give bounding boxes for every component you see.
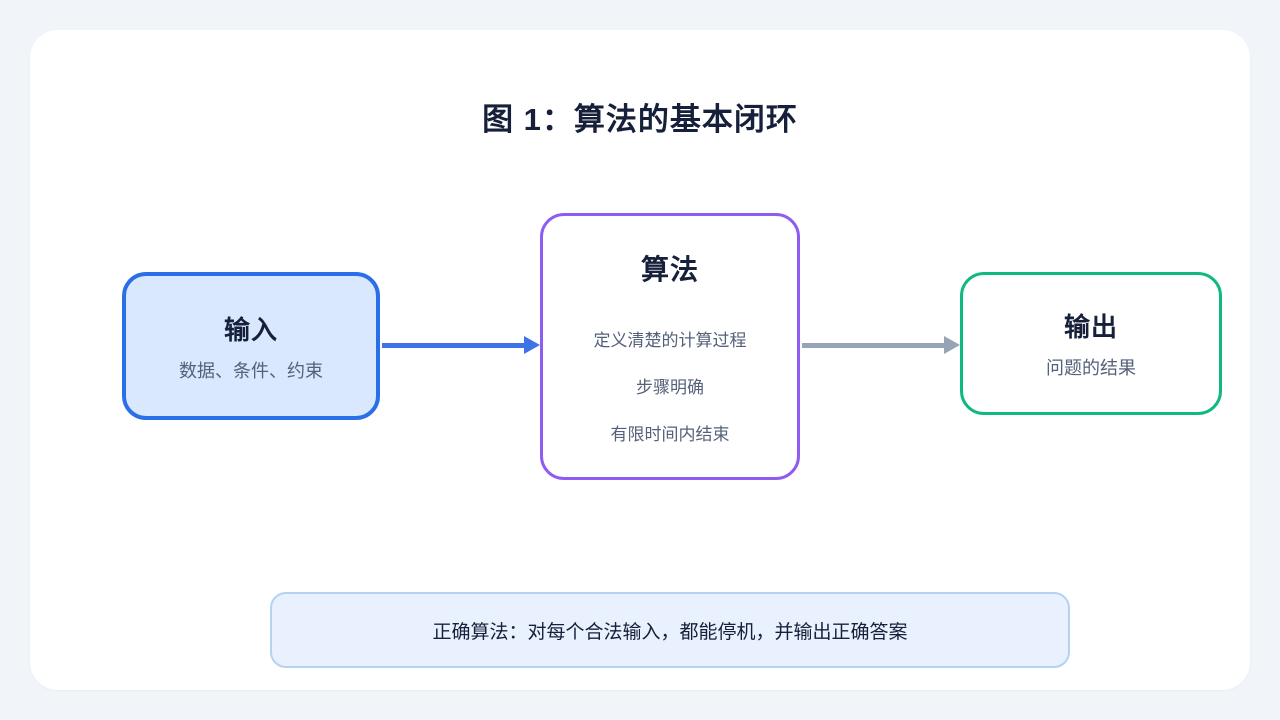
output-node-subtitle: 问题的结果: [1046, 358, 1136, 378]
algorithm-property: 步骤明确: [636, 378, 704, 397]
input-node-subtitle: 数据、条件、约束: [179, 360, 323, 381]
arrow-shaft: [802, 343, 945, 348]
input-node: 输入 数据、条件、约束: [122, 272, 380, 420]
algorithm-property: 有限时间内结束: [610, 425, 730, 444]
figure-title: 图 1：算法的基本闭环: [482, 102, 798, 137]
arrow-algorithm-to-output-icon: [802, 336, 960, 354]
algorithm-node-title: 算法: [640, 254, 699, 285]
correctness-note: 正确算法：对每个合法输入，都能停机，并输出正确答案: [270, 592, 1070, 668]
output-node: 输出 问题的结果: [960, 272, 1222, 415]
algorithm-property: 定义清楚的计算过程: [593, 331, 747, 350]
algorithm-node: 算法 定义清楚的计算过程 步骤明确 有限时间内结束: [540, 213, 800, 480]
arrow-input-to-algorithm-icon: [382, 336, 540, 354]
correctness-note-text: 正确算法：对每个合法输入，都能停机，并输出正确答案: [432, 621, 908, 643]
arrow-head-icon: [524, 336, 540, 354]
arrow-head-icon: [944, 336, 960, 354]
output-node-title: 输出: [1063, 312, 1118, 342]
input-node-title: 输入: [223, 314, 278, 345]
figure-card: 图 1：算法的基本闭环 输入 数据、条件、约束 算法 定义清楚的计算过程 步骤明…: [30, 30, 1250, 690]
arrow-shaft: [382, 343, 525, 348]
